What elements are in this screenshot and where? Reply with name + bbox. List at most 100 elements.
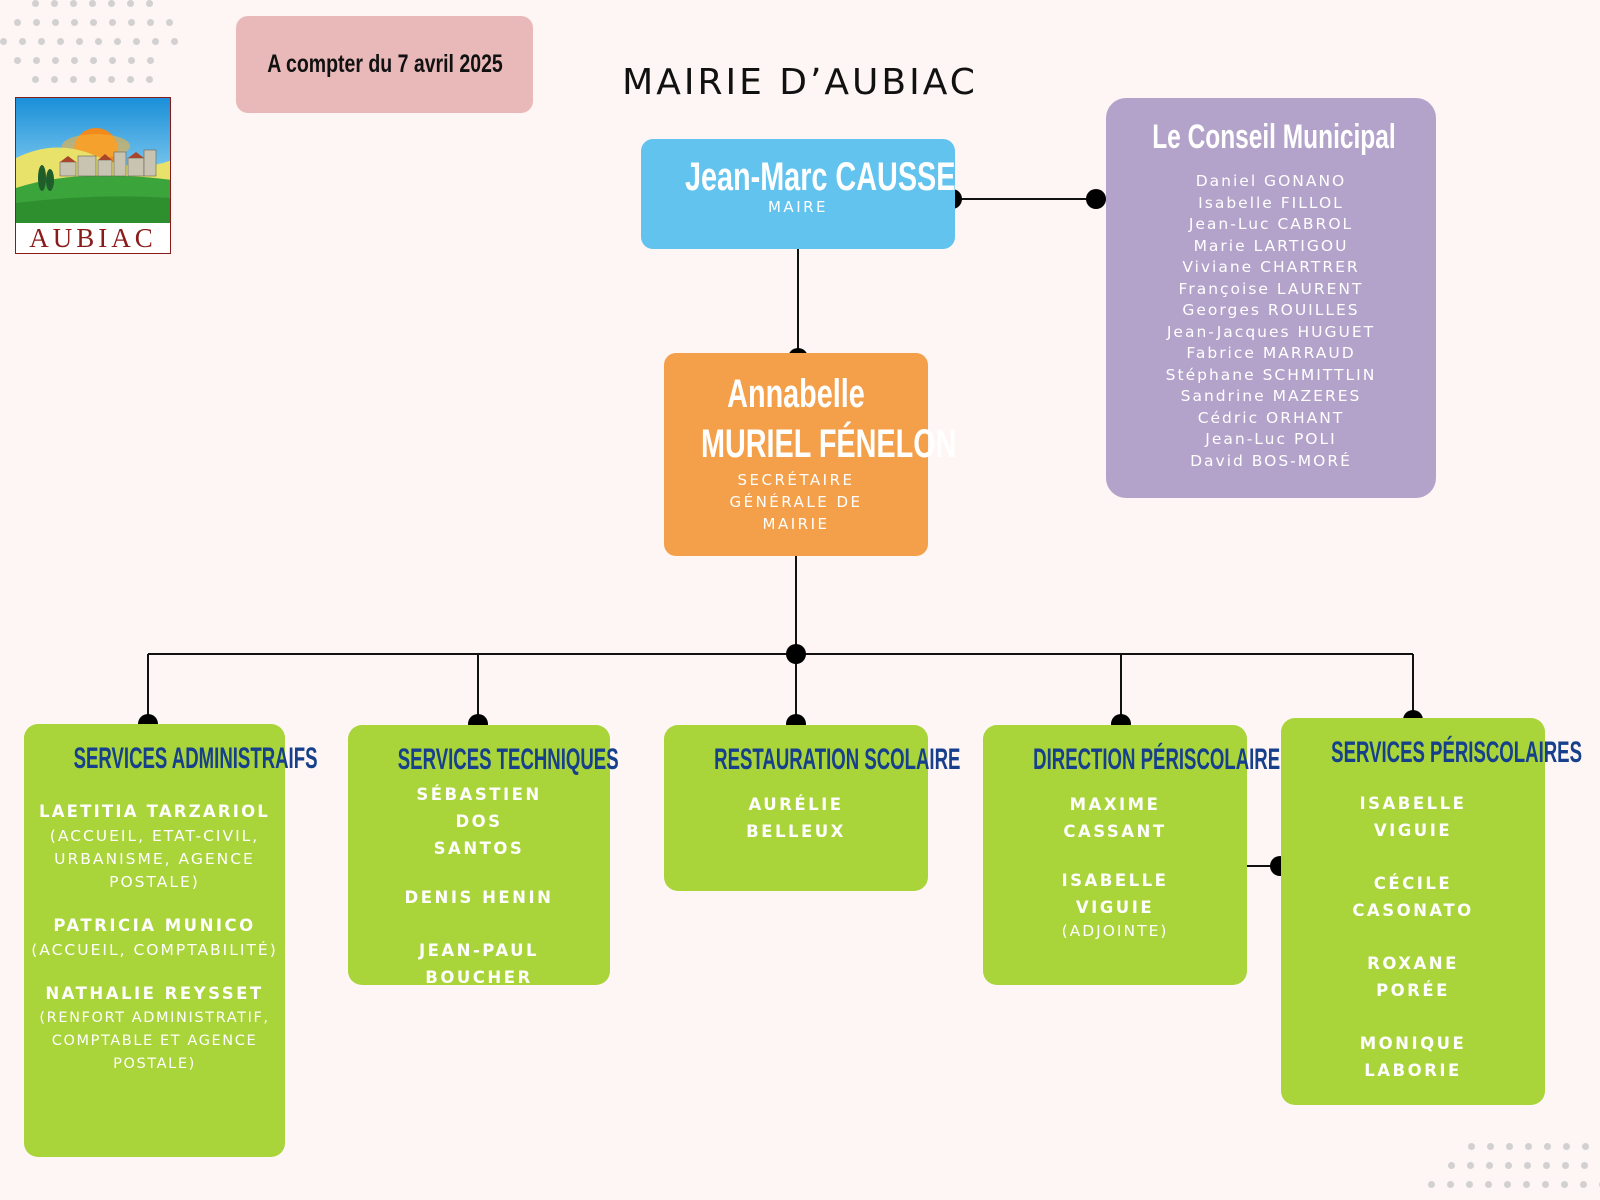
service-member: AURÉLIE BELLEUX (664, 791, 928, 845)
member-role: (RENFORT ADMINISTRATIF, COMPTABLE ET AGE… (39, 1010, 270, 1072)
council-member: Cédric ORHANT (1197, 408, 1345, 427)
council-member-list: Daniel GONANO Isabelle FILLOL Jean-Luc C… (1106, 171, 1436, 472)
member-name: ROXANE PORÉE (1367, 954, 1459, 1000)
service-direction-periscolaire-card: DIRECTION PÉRISCOLAIRE MAXIME CASSANT IS… (983, 725, 1280, 985)
decorative-dot (1506, 1143, 1513, 1150)
decorative-dot (146, 76, 153, 83)
decorative-dot (152, 38, 159, 45)
decorative-dot (95, 38, 102, 45)
decorative-dot (1524, 1162, 1531, 1169)
decorative-dot (114, 38, 121, 45)
decorative-dot (109, 19, 116, 26)
service-member: DENIS HENIN (348, 884, 610, 911)
decorative-dot (1542, 1181, 1549, 1188)
member-name: DENIS HENIN (404, 888, 554, 907)
decorative-dot (108, 76, 115, 83)
decorative-dot (14, 57, 21, 64)
service-title: RESTAURATION SCOLAIRE (714, 743, 961, 776)
member-role: (ACCUEIL, COMPTABILITÉ) (31, 941, 278, 959)
council-member: Daniel GONANO (1195, 172, 1347, 190)
decorative-dot (1505, 1162, 1512, 1169)
decorative-dot (109, 57, 116, 64)
service-member: MONIQUE LABORIE (1281, 1030, 1545, 1084)
council-member: Viviane CHARTRER (1182, 258, 1360, 276)
secretary-role: SECRÉTAIRE GÉNÉRALE DE MAIRIE (729, 471, 863, 533)
village-sunset-logo-icon (16, 98, 170, 225)
decorative-dot (14, 19, 21, 26)
mayor-card: Jean-Marc CAUSSE MAIRE (641, 139, 955, 249)
council-member: Isabelle FILLOL (1198, 193, 1344, 212)
council-member: David BOS-MORÉ (1190, 451, 1352, 470)
mayor-name: Jean-Marc CAUSSE (684, 155, 956, 199)
decorative-dot (1582, 1143, 1589, 1150)
service-restauration-card: RESTAURATION SCOLAIRE AURÉLIE BELLEUX (664, 725, 961, 891)
decorative-dot (51, 76, 58, 83)
council-member: Stéphane SCHMITTLIN (1165, 365, 1377, 384)
service-title: SERVICES ADMINISTRAIFS (73, 742, 318, 775)
decorative-dot (146, 0, 153, 7)
member-name: PATRICIA MUNICO (53, 916, 256, 935)
service-member: CÉCILE CASONATO (1281, 870, 1545, 924)
service-techniques-card: SERVICES TECHNIQUES SÉBASTIEN DOS SANTOS… (348, 725, 619, 987)
member-name: CÉCILE CASONATO (1352, 874, 1474, 920)
member-role: (ADJOINTE) (1061, 922, 1169, 940)
service-member: MAXIME CASSANT (983, 791, 1247, 845)
secretary-name-line1: Annabelle (727, 372, 865, 416)
council-member: Georges ROUILLES (1182, 301, 1360, 319)
council-member: Jean-Jacques HUGUET (1166, 322, 1376, 341)
council-member: Sandrine MAZERES (1180, 387, 1362, 405)
member-name: JEAN-PAUL BOUCHER (418, 941, 540, 987)
decorative-dot (57, 38, 64, 45)
service-member: LAETITIA TARZARIOL (ACCUEIL, ETAT-CIVIL,… (24, 798, 285, 894)
decorative-dot (1486, 1162, 1493, 1169)
decorative-dot (70, 0, 77, 7)
decorative-dot (71, 57, 78, 64)
decorative-dot (1562, 1162, 1569, 1169)
service-member: ROXANE PORÉE (1281, 950, 1545, 1004)
secretary-card: Annabelle MURIEL FÉNELON SECRÉTAIRE GÉNÉ… (664, 353, 957, 556)
effective-date-badge: A compter du 7 avril 2025 (236, 16, 533, 113)
decorative-dot (171, 38, 178, 45)
decorative-dot (147, 57, 154, 64)
service-member: JEAN-PAUL BOUCHER (348, 937, 610, 991)
council-member: Marie LARTIGOU (1193, 236, 1349, 255)
decorative-dot (1544, 1143, 1551, 1150)
service-title: SERVICES PÉRISCOLAIRES (1331, 736, 1582, 769)
effective-date-label: A compter du 7 avril 2025 (266, 50, 503, 78)
decorative-dot (1466, 1181, 1473, 1188)
decorative-dot (1485, 1181, 1492, 1188)
member-name: ISABELLE VIGUIE (1061, 871, 1169, 917)
member-name: LAETITIA TARZARIOL (38, 802, 271, 821)
decorative-dot (127, 0, 134, 7)
decorative-dot (166, 19, 173, 26)
decorative-dot (51, 0, 58, 7)
decorative-dot (76, 38, 83, 45)
decorative-dot (1447, 1181, 1454, 1188)
member-name: MONIQUE LABORIE (1359, 1034, 1467, 1080)
member-name: NATHALIE REYSSET (45, 984, 264, 1003)
decorative-dot (1581, 1162, 1588, 1169)
service-member: NATHALIE REYSSET (RENFORT ADMINISTRATIF,… (24, 980, 285, 1076)
decorative-dot (127, 76, 134, 83)
member-role: (ACCUEIL, ETAT-CIVIL, URBANISME, AGENCE … (49, 827, 260, 891)
secretary-name-line2: MURIEL FÉNELON (700, 422, 957, 466)
decorative-dot (1487, 1143, 1494, 1150)
decorative-dot (1523, 1181, 1530, 1188)
page-title: MAIRIE D’AUBIAC (622, 62, 978, 103)
council-card: Le Conseil Municipal Daniel GONANO Isabe… (1106, 98, 1436, 498)
member-name: MAXIME CASSANT (1063, 795, 1167, 841)
service-administratifs-card: SERVICES ADMINISTRAIFS LAETITIA TARZARIO… (24, 724, 318, 1157)
member-name: SÉBASTIEN DOS SANTOS (416, 785, 542, 858)
decorative-dot (1563, 1143, 1570, 1150)
decorative-dot (128, 57, 135, 64)
decorative-dot (32, 0, 39, 7)
decorative-dot (33, 19, 40, 26)
decorative-dot (89, 76, 96, 83)
decorative-dot (1448, 1162, 1455, 1169)
decorative-dot (19, 38, 26, 45)
service-member: ISABELLE VIGUIE (1281, 790, 1545, 844)
decorative-dot (0, 38, 7, 45)
council-member: Jean-Luc POLI (1205, 430, 1337, 448)
council-title: Le Conseil Municipal (1152, 118, 1396, 156)
decorative-dot (1467, 1162, 1474, 1169)
